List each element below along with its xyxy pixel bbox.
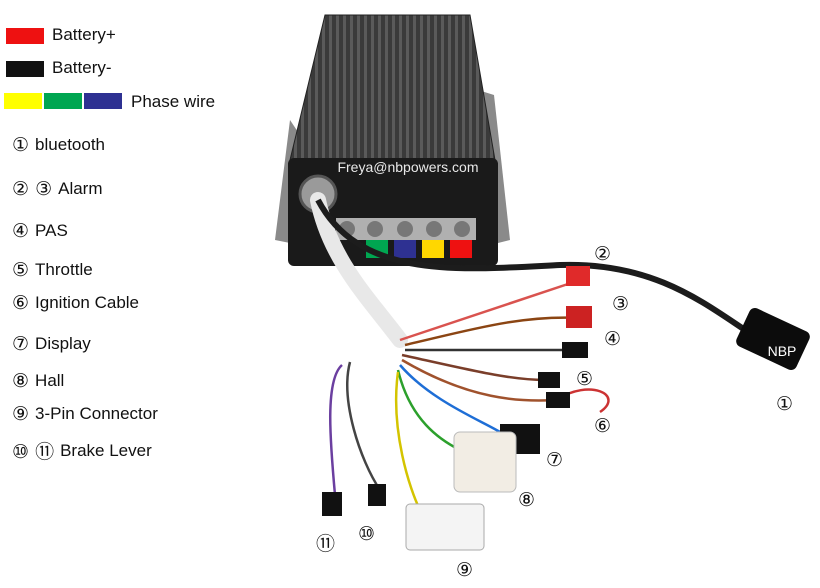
phase-wire-swatch-blue [84,93,122,109]
callout-9: ⑨ [456,559,473,581]
key-label: Ignition Cable [35,293,140,312]
callout-2: ② [594,243,611,265]
three-pin-connector [405,503,485,551]
alarm-connector-3 [566,306,592,328]
brake-connector-10 [368,484,386,506]
usb-connector [736,307,810,371]
cable-sheath [310,192,408,348]
ignition-connector [546,392,570,408]
callout-1: ① [776,393,793,415]
phase-wire-label: Phase wire [131,92,216,111]
key-ignition-cable: ⑥ Ignition Cable [12,292,139,314]
heatsink-fins [289,14,496,161]
watermark-text: Freya@nbpowers.com [337,159,478,175]
key-number: ① [12,134,30,156]
key-brake-lever: ⑩ ⑪ Brake Lever [12,437,152,464]
callout-4: ④ [604,328,621,350]
battery-plus-swatch [6,28,44,44]
callout-7: ⑦ [546,449,563,471]
key-display: ⑦ Display [12,333,91,355]
key-number: ⑧ [12,370,30,392]
key-number: ⑤ [12,259,30,281]
battery-minus-label: Battery- [52,58,112,77]
phase-wire-swatch-green [44,93,82,109]
hall-connector [453,431,517,493]
throttle-connector [538,372,560,388]
pas-connector [562,342,588,358]
key-number: ⑥ [12,292,30,314]
key-pas: ④ PAS [12,220,68,242]
key-3-pin-connector: ⑨ 3-Pin Connector [12,403,158,425]
key-label: PAS [35,221,68,240]
key-number: ⑨ [12,403,30,425]
callout-10: ⑩ [358,523,375,545]
callout-11: ⑪ [316,533,335,555]
key-hall: ⑧ Hall [12,370,64,392]
key-throttle: ⑤ Throttle [12,259,93,281]
alarm-connector-2 [566,266,590,286]
callout-8: ⑧ [518,489,535,511]
key-label: Alarm [58,179,103,198]
key-label: Brake Lever [60,440,152,460]
phase-wire-swatch-yellow [4,93,42,109]
callout-3: ③ [612,293,629,315]
key-bluetooth: ① bluetooth [12,134,105,156]
key-label: Display [35,334,91,353]
key-label: Throttle [35,260,93,279]
callout-5: ⑤ [576,368,593,390]
key-label: bluetooth [35,135,105,154]
key-number: ⑦ [12,333,30,355]
battery-minus-swatch [6,61,44,77]
battery-plus-label: Battery+ [52,25,116,44]
key-label: Hall [35,371,65,390]
usb-label: NBP [768,343,797,359]
key-number: ⑩ ⑪ [12,441,55,463]
wire-legend: Battery+ Battery- Phase wire ① bluetooth… [0,0,280,588]
key-number: ② ③ [12,178,53,200]
key-alarm: ② ③ Alarm [12,178,103,200]
callout-6: ⑥ [594,415,611,437]
bluetooth-cable [315,198,747,333]
key-number: ④ [12,220,30,242]
brake-connector-11 [322,492,342,516]
key-label: 3-Pin Connector [35,404,158,423]
